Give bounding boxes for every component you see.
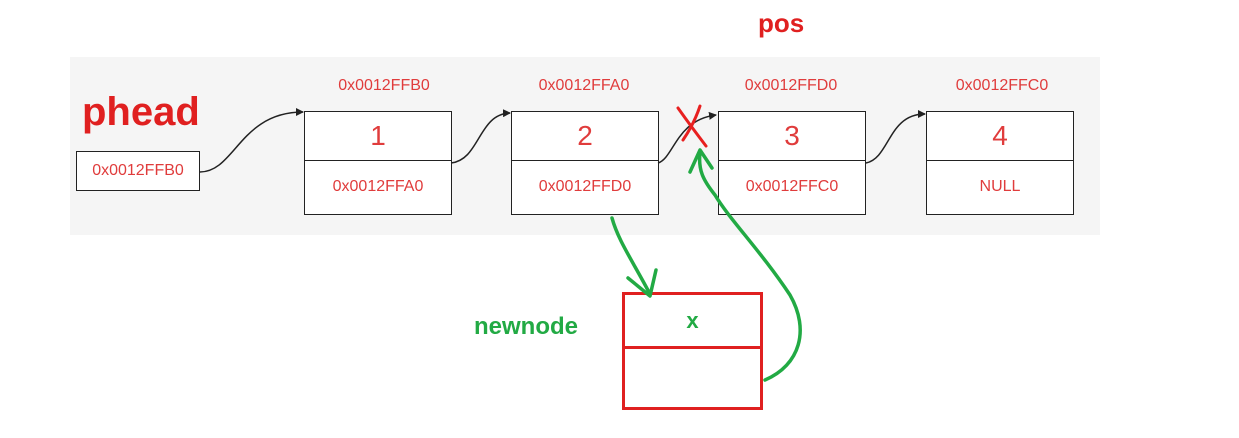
node-3-address: 0x0012FFD0: [744, 77, 838, 94]
arrow-head-to-node1: [199, 108, 304, 173]
arrow-node1-to-node2: [450, 109, 511, 164]
node-1-next: 0x0012FFA0: [332, 178, 424, 195]
pos-label: pos: [758, 8, 805, 38]
node-2-address: 0x0012FFA0: [538, 77, 630, 94]
node-1-value: 1: [305, 112, 451, 161]
phead-label: phead: [82, 90, 200, 134]
new-node: x: [622, 292, 763, 410]
node-3: 3 0x0012FFC0: [718, 111, 866, 215]
node-2-next: 0x0012FFD0: [538, 178, 632, 195]
node-2: 2 0x0012FFD0: [511, 111, 659, 215]
green-arrow-node2-to-newnode: [610, 216, 652, 296]
arrow-node3-to-node4: [865, 110, 926, 164]
node-1-address: 0x0012FFB0: [338, 77, 430, 94]
newnode-label: newnode: [474, 313, 579, 340]
red-cross-mark: [676, 104, 708, 148]
green-arrowhead-newnode: [626, 268, 658, 298]
node-4-next: NULL: [979, 178, 1021, 195]
head-pointer-box: 0x0012FFB0: [76, 151, 200, 191]
green-arrowhead-node3: [688, 148, 714, 174]
node-2-value: 2: [512, 112, 658, 161]
node-4: 4 NULL: [926, 111, 1074, 215]
new-node-value: x: [625, 295, 760, 349]
node-1: 1 0x0012FFA0: [304, 111, 452, 215]
node-4-value: 4: [927, 112, 1073, 161]
arrow-node2-to-node3: [657, 111, 717, 164]
node-4-address: 0x0012FFC0: [955, 77, 1049, 94]
green-arrow-newnode-to-node3: [697, 150, 802, 382]
node-3-value: 3: [719, 112, 865, 161]
node-3-next: 0x0012FFC0: [745, 178, 839, 195]
